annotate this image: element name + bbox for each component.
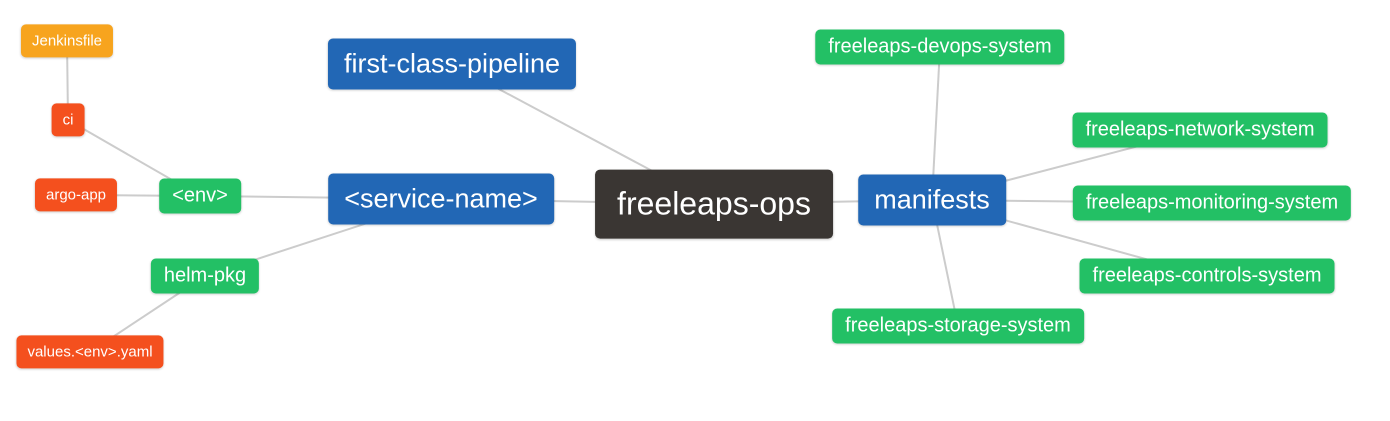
node-helm-pkg[interactable]: helm-pkg [150,258,260,294]
node-storage-system[interactable]: freeleaps-storage-system [832,308,1084,344]
node-controls-system[interactable]: freeleaps-controls-system [1079,258,1335,294]
node-argo-app[interactable]: argo-app [34,178,118,212]
node-manifests[interactable]: manifests [858,174,1006,226]
node-network-system[interactable]: freeleaps-network-system [1072,112,1328,148]
node-ci[interactable]: ci [51,103,85,137]
node-freeleaps-ops[interactable]: freeleaps-ops [595,169,833,239]
node-first-class-pipeline[interactable]: first-class-pipeline [327,38,577,90]
node-monitoring-system[interactable]: freeleaps-monitoring-system [1072,185,1352,221]
node-jenkinsfile[interactable]: Jenkinsfile [20,24,114,58]
node-service-name[interactable]: <service-name> [328,173,554,225]
node-devops-system[interactable]: freeleaps-devops-system [815,29,1065,65]
node-env[interactable]: <env> [159,178,241,214]
node-values-env-yaml[interactable]: values.<env>.yaml [16,335,164,369]
